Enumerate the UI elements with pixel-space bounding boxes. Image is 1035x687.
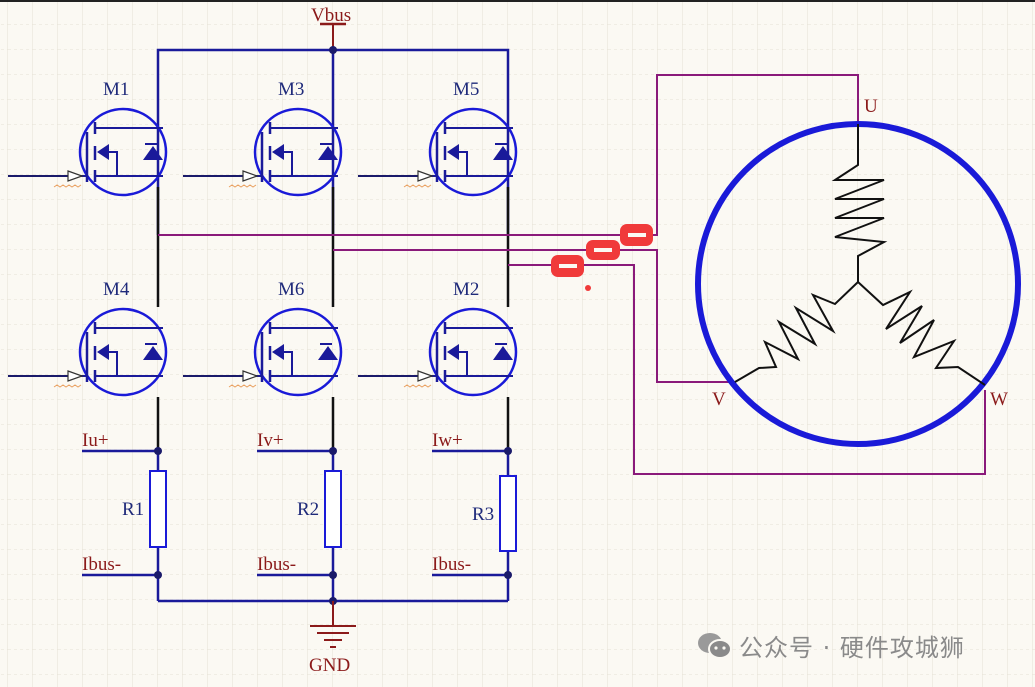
net-label-ibus-3: Ibus-	[432, 554, 471, 575]
junction-dot	[329, 46, 337, 54]
ref-r3: R3	[472, 504, 494, 525]
ref-m6: M6	[278, 279, 304, 300]
net-label-ibus-1: Ibus-	[82, 554, 121, 575]
ref-m3: M3	[278, 79, 304, 100]
winding-w	[857, 281, 986, 386]
terminal-label-w: W	[990, 389, 1008, 410]
motor-star-windings	[734, 124, 986, 386]
ref-m1: M1	[103, 79, 129, 100]
phase-w-wire	[508, 264, 986, 475]
net-label-ibus-2: Ibus-	[257, 554, 296, 575]
shunt-resistor-r3[interactable]	[499, 475, 517, 552]
shunt-resistor-r1[interactable]	[149, 470, 167, 548]
gnd-label: GND	[309, 655, 350, 676]
ref-m5: M5	[453, 79, 479, 100]
ref-r1: R1	[122, 499, 144, 520]
vbus-symbol	[320, 22, 346, 54]
half-bridge-legs	[156, 187, 510, 450]
phase-u-wire	[158, 74, 859, 236]
phase-wires	[158, 74, 986, 475]
drc-squiggles	[53, 184, 432, 388]
ref-m2: M2	[453, 279, 479, 300]
shunt-resistor-r2[interactable]	[324, 470, 342, 548]
vbus-label: Vbus	[311, 5, 351, 26]
terminal-label-u: U	[864, 96, 878, 117]
ref-m4: M4	[103, 279, 130, 300]
wechat-icon	[697, 632, 733, 660]
watermark: 公众号 · 硬件攻城狮	[697, 628, 965, 663]
watermark-text: 公众号 · 硬件攻城狮	[739, 634, 965, 662]
terminal-label-v: V	[712, 389, 726, 410]
phase-v-wire	[333, 249, 735, 383]
ref-r2: R2	[297, 499, 319, 520]
winding-u	[831, 124, 888, 282]
net-label-iv: Iv+	[257, 430, 284, 451]
net-label-iu: Iu+	[82, 430, 109, 451]
winding-v	[734, 281, 859, 383]
gate-inputs	[8, 175, 420, 377]
net-label-iw: Iw+	[432, 430, 463, 451]
ground-symbol	[310, 601, 356, 648]
